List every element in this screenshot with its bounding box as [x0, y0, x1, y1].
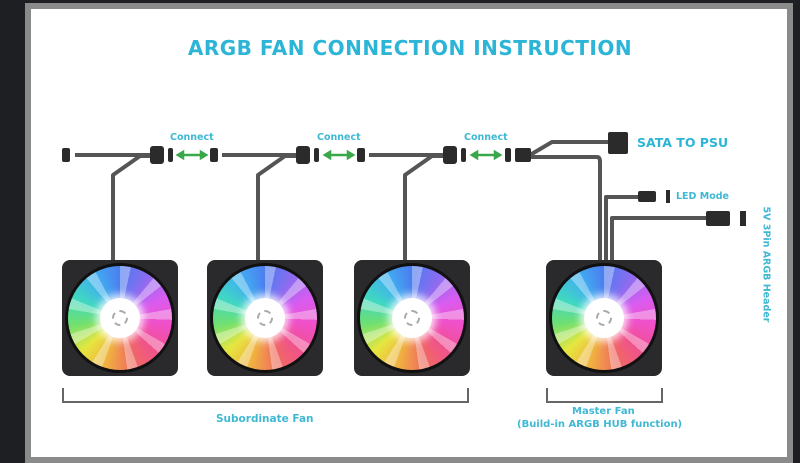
- sata-connector: [608, 132, 628, 154]
- connector-male: [443, 146, 457, 164]
- connector-male: [296, 146, 310, 164]
- led-mode-cable: [604, 195, 640, 262]
- connector-end: [505, 148, 511, 162]
- connector-end: [62, 148, 70, 162]
- subordinate-fan-label: Subordinate Fan: [216, 413, 314, 425]
- argb-header-label: 5V 3Pin ARGB Header: [760, 206, 772, 323]
- fan-3-cable: [403, 154, 444, 262]
- connector-male: [150, 146, 164, 164]
- master-fan-cable: [530, 155, 602, 262]
- cable-diagram: [62, 132, 746, 403]
- connector-tip: [314, 148, 319, 162]
- instruction-sheet: [25, 3, 793, 463]
- subordinate-fan-1: [62, 260, 178, 376]
- connect-label-2: Connect: [317, 132, 361, 143]
- master-fan: [546, 260, 662, 376]
- subordinate-fan-3: [354, 260, 470, 376]
- connector-tip: [168, 148, 173, 162]
- master-bracket: [546, 388, 663, 403]
- led-mode-plug: [666, 190, 670, 203]
- master-fan-sublabel: (Build-in ARGB HUB function): [517, 419, 683, 430]
- fan-2-cable: [256, 154, 297, 262]
- page-title: ARGB FAN CONNECTION INSTRUCTION: [187, 36, 633, 60]
- connector-end: [210, 148, 218, 162]
- led-mode-connector: [638, 191, 656, 202]
- connect-label-1: Connect: [170, 132, 214, 143]
- fan-1-cable: [111, 154, 152, 262]
- master-connector: [515, 148, 531, 162]
- connect-label-3: Connect: [464, 132, 508, 143]
- argb-plug: [740, 211, 746, 226]
- connector-end: [357, 148, 365, 162]
- led-mode-label: LED Mode: [676, 191, 729, 202]
- master-fan-label: Master Fan: [572, 406, 635, 417]
- subordinate-fan-2: [207, 260, 323, 376]
- sata-cable: [528, 140, 610, 157]
- argb-header-cable: [610, 216, 708, 262]
- subordinate-bracket: [62, 388, 469, 403]
- argb-connector: [706, 211, 730, 226]
- sata-label: SATA TO PSU: [637, 135, 729, 150]
- connector-tip: [461, 148, 466, 162]
